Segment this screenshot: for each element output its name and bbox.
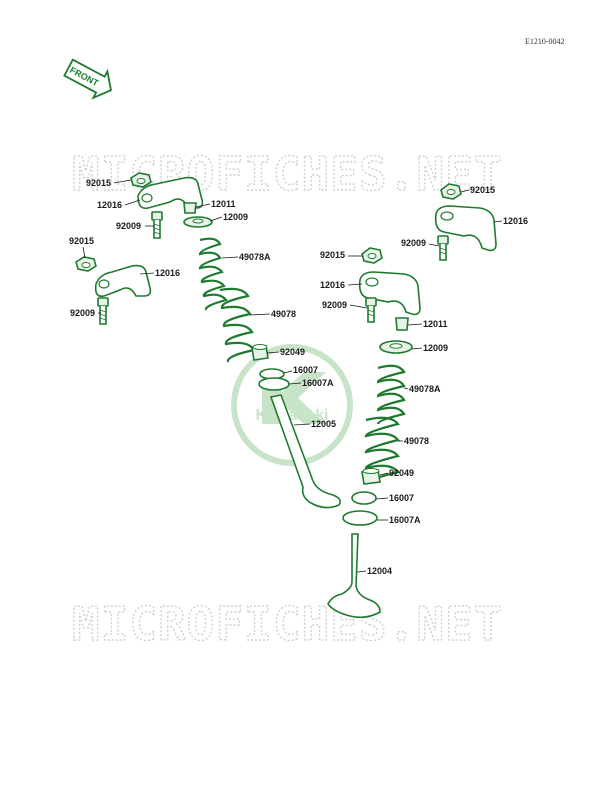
label-49078-a: 49078 [271, 309, 296, 319]
label-49078-b: 49078 [404, 436, 429, 446]
nut-92015-c [440, 183, 462, 200]
nut-92015-b [75, 256, 97, 272]
valve-12005 [269, 394, 341, 509]
retainer-12009-b [379, 340, 413, 354]
label-92009-a: 92009 [116, 221, 141, 231]
nut-92015-d [361, 247, 383, 264]
label-49078A-b: 49078A [409, 384, 441, 394]
screw-92009-d [365, 297, 377, 323]
logo-text: Kawasaki [256, 407, 329, 424]
retainer-12009-a [183, 216, 213, 228]
collet-12011-a [183, 202, 197, 214]
label-12004: 12004 [367, 566, 392, 576]
screw-92009-a [151, 211, 163, 239]
rocker-arm-12016-a [137, 176, 204, 210]
label-16007-b: 16007 [389, 493, 414, 503]
label-92009-d: 92009 [322, 300, 347, 310]
washer-16007A-b [342, 510, 378, 526]
diagram-code: E1210-0042 [525, 37, 565, 46]
label-12016-a: 12016 [97, 200, 122, 210]
part-labels: 92015 12016 92009 12011 12009 49078A 920… [69, 178, 528, 576]
front-arrow-icon: FRONT [63, 58, 112, 100]
spring-49078A-a [198, 237, 228, 311]
washer-16007A-a [258, 377, 290, 391]
screw-92009-c [437, 235, 449, 261]
label-12005: 12005 [311, 419, 336, 429]
label-12011-b: 12011 [423, 319, 448, 329]
valve-12004 [327, 533, 381, 619]
spring-49078-b [364, 416, 400, 485]
label-92015-b: 92015 [69, 236, 94, 246]
label-12009-b: 12009 [423, 343, 448, 353]
label-16007-a: 16007 [293, 365, 318, 375]
label-92049-b: 92049 [389, 468, 414, 478]
label-12016-c: 12016 [503, 216, 528, 226]
label-16007A-a: 16007A [302, 378, 334, 388]
label-92015-d: 92015 [320, 250, 345, 260]
label-12016-b: 12016 [155, 268, 180, 278]
watermark-bottom: MICROFICHES.NET [72, 597, 502, 651]
label-12016-d: 12016 [320, 280, 345, 290]
collet-12011-b [395, 317, 409, 331]
label-16007A-b: 16007A [389, 515, 421, 525]
label-92015-a: 92015 [86, 178, 111, 188]
washer-16007-b [351, 491, 377, 505]
label-49078A-a: 49078A [239, 252, 271, 262]
spring-49078A-b [376, 364, 406, 425]
spring-49078-a [219, 287, 256, 363]
label-92015-c: 92015 [470, 185, 495, 195]
label-12009-a: 12009 [223, 212, 248, 222]
rocker-arm-12016-b [94, 264, 152, 298]
label-12011-a: 12011 [211, 199, 236, 209]
screw-92009-b [97, 297, 109, 325]
nut-92015-a [130, 172, 152, 188]
label-92049-a: 92049 [280, 347, 305, 357]
label-92009-b: 92009 [70, 308, 95, 318]
label-92009-c: 92009 [401, 238, 426, 248]
seal-92049-b [361, 468, 381, 485]
rocker-arm-12016-c [434, 205, 497, 252]
seal-92049-a [251, 344, 269, 361]
